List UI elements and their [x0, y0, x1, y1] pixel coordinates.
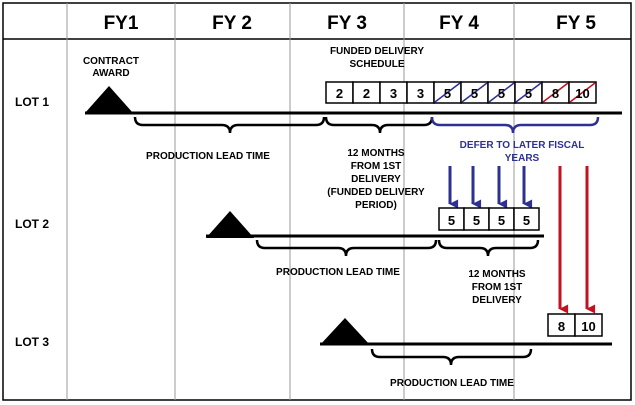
deferred-slash: [461, 82, 488, 103]
lot2-twelve-months-brace: [437, 239, 540, 257]
header-fy5: FY 5: [556, 13, 596, 34]
schedule-cell-value: 3: [390, 86, 397, 101]
header-fy1: FY1: [104, 13, 139, 34]
contract-award-label-line2: AWARD: [92, 68, 129, 79]
schedule-cell: [574, 313, 603, 337]
lot1-twelve-months-brace: [324, 116, 434, 134]
header-fy4: FY 4: [439, 13, 479, 34]
lot1-contract-award-triangle: [85, 86, 133, 113]
schedule-cell-value: 5: [473, 213, 480, 228]
lot1-production-lead-time-brace: [133, 116, 326, 134]
lot1-twelve-months-line1: 12 MONTHS: [347, 148, 405, 159]
lot3-production-lead-time-label: PRODUCTION LEAD TIME: [390, 378, 514, 389]
header-fy3: FY 3: [327, 13, 367, 34]
schedule-cell-value: 5: [444, 86, 451, 101]
schedule-cell-value: 5: [498, 213, 505, 228]
schedule-cell-value: 2: [363, 86, 370, 101]
lot2-production-lead-time-label: PRODUCTION LEAD TIME: [276, 267, 400, 278]
defer-label-line2: YEARS: [505, 153, 540, 164]
lot3-delivery-schedule: 8 10: [547, 313, 603, 337]
deferred-slash: [542, 82, 569, 103]
lot1-twelve-months-line4: (FUNDED DELIVERY: [327, 187, 425, 198]
defer-label-line1: DEFER TO LATER FISCAL: [460, 140, 585, 151]
lot2-delivery-schedule: 5 5 5 5: [438, 207, 540, 231]
lot3-contract-award-triangle: [320, 318, 370, 345]
schedule-cell-value: 5: [498, 86, 505, 101]
lot2-twelve-months-line1: 12 MONTHS: [468, 269, 526, 280]
funded-delivery-schedule-line2: SCHEDULE: [349, 59, 404, 70]
schedule-cell-value: 5: [525, 86, 532, 101]
schedule-cell-value: 8: [552, 86, 559, 101]
lot1-production-lead-time-label: PRODUCTION LEAD TIME: [146, 151, 270, 162]
lot3-production-lead-time-brace: [370, 348, 533, 366]
deferred-slash: [569, 82, 596, 103]
lot1-delivery-schedule: 2 2 3 3 5 5 5 5 8 10: [325, 81, 597, 104]
schedule-cell-value: 3: [417, 86, 424, 101]
schedule-cell-value: 5: [523, 213, 530, 228]
schedule-cell-value: 2: [336, 86, 343, 101]
lot1-twelve-months-line3: DELIVERY: [351, 174, 401, 185]
lot2-contract-award-triangle: [206, 211, 254, 238]
deferred-slash: [434, 82, 461, 103]
schedule-cell-value: 10: [575, 86, 589, 101]
lot1-twelve-months-line5: PERIOD): [355, 200, 397, 211]
lot1-label: LOT 1: [15, 95, 49, 109]
schedule-cell-value: 8: [558, 319, 565, 334]
deferred-slash: [488, 82, 515, 103]
defer-brace: [430, 116, 600, 134]
lot1-twelve-months-line2: FROM 1ST: [351, 161, 402, 172]
lot3-label: LOT 3: [15, 335, 49, 349]
lot2-label: LOT 2: [15, 217, 49, 231]
schedule-cell: [513, 207, 540, 231]
schedule-cell-value: 5: [471, 86, 478, 101]
header-fy2: FY 2: [212, 13, 252, 34]
funded-delivery-schedule-line1: FUNDED DELIVERY: [330, 46, 424, 57]
contract-award-label-line1: CONTRACT: [83, 56, 139, 67]
deferred-slash: [515, 82, 542, 103]
lot2-twelve-months-line2: FROM 1ST: [472, 282, 523, 293]
schedule-cell-value: 10: [581, 319, 595, 334]
outer-frame: [2, 2, 632, 401]
lot2-twelve-months-line3: DELIVERY: [472, 295, 522, 306]
lot2-production-lead-time-brace: [255, 239, 438, 257]
schedule-cell-value: 5: [448, 213, 455, 228]
